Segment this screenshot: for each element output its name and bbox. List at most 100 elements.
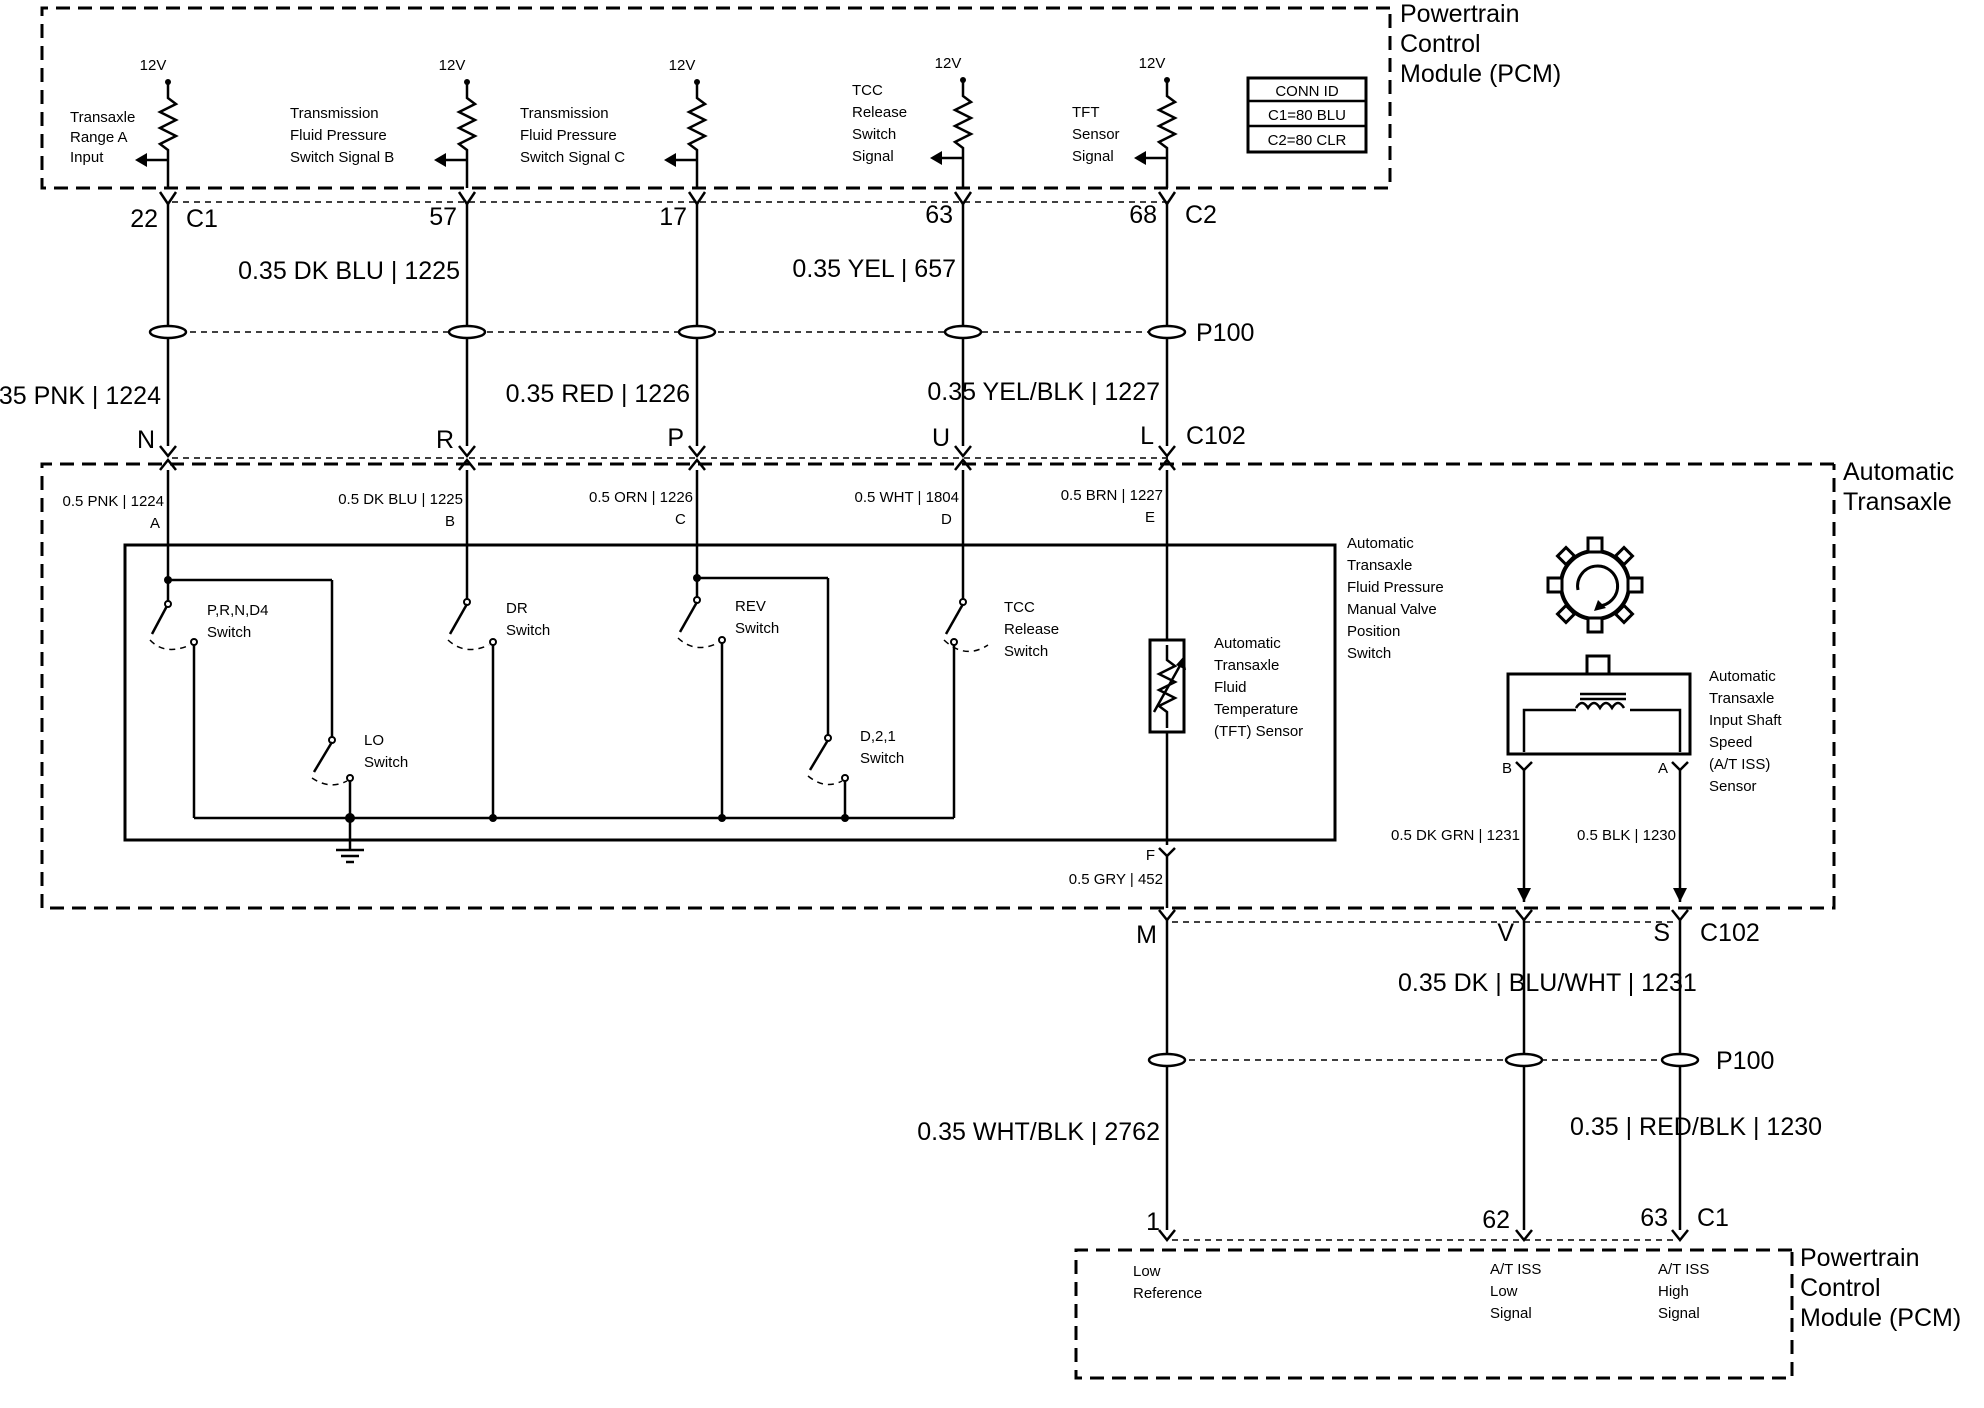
wire-label-yel-657: 0.35 YEL | 657 bbox=[792, 255, 956, 283]
pcm-input-tft-sensor: 12V TFT Sensor Signal bbox=[1072, 55, 1178, 188]
pcm-input-transaxle-range-a: 12V Transaxle Range A Input bbox=[70, 57, 179, 188]
voltage-label: 12V bbox=[439, 57, 466, 74]
assembly-label-line-1: Automatic bbox=[1347, 535, 1414, 552]
pin-22: 22 bbox=[130, 205, 158, 233]
switch-rev[interactable]: REV Switch bbox=[677, 548, 828, 818]
pcm-top-module: Powertrain Control Module (PCM) CONN ID … bbox=[40, 0, 1561, 190]
switch-label-line-2: Switch bbox=[735, 620, 779, 637]
pcm-signal-low-ref-line-1: Low bbox=[1133, 1263, 1161, 1280]
pin-68: 68 bbox=[1129, 201, 1157, 229]
voltage-label: 12V bbox=[935, 55, 962, 72]
switch-label-line-1: LO bbox=[364, 732, 384, 749]
pcm-pin-1: 1 bbox=[1146, 1208, 1160, 1236]
assembly-label-line-5: Position bbox=[1347, 623, 1400, 640]
input-label-line-2: Release bbox=[852, 104, 907, 121]
wire-label-pnk-1224: 0.35 PNK | 1224 bbox=[0, 382, 161, 410]
c102-label-upper: C102 bbox=[1186, 422, 1246, 450]
pcm-signal-iss-high-line-2: High bbox=[1658, 1283, 1689, 1300]
switch-label-line-2: Switch bbox=[506, 622, 550, 639]
splice-p100-lower: P100 bbox=[1716, 1047, 1774, 1075]
switch-label-line-2: Switch bbox=[207, 624, 251, 641]
assembly-label-line-4: Manual Valve bbox=[1347, 601, 1437, 618]
pcm-top-title-line-3: Module (PCM) bbox=[1400, 60, 1561, 88]
input-label-line-2: Fluid Pressure bbox=[290, 127, 387, 144]
conn-id-title: CONN ID bbox=[1275, 83, 1339, 100]
tone-wheel-icon bbox=[1546, 536, 1644, 634]
pcm-signal-iss-low-line-1: A/T ISS bbox=[1490, 1261, 1541, 1278]
input-label-line-3: Switch Signal B bbox=[290, 149, 394, 166]
pin-a: A bbox=[150, 515, 160, 532]
pcm-conn-c1: C1 bbox=[1697, 1204, 1729, 1232]
switch-d21[interactable]: D,2,1 Switch bbox=[807, 578, 904, 818]
iss-label-line-4: Speed bbox=[1709, 734, 1752, 751]
transaxle-module: Automatic Transaxle bbox=[40, 458, 1954, 910]
upper-wire-runs: P100 bbox=[148, 191, 1254, 446]
wire-label-0.5-pnk: 0.5 PNK | 1224 bbox=[63, 493, 164, 510]
switch-label-line-1: TCC bbox=[1004, 599, 1035, 616]
transaxle-title-line-1: Automatic bbox=[1843, 458, 1954, 486]
input-label-line-2: Fluid Pressure bbox=[520, 127, 617, 144]
pin-17: 17 bbox=[659, 203, 687, 231]
pcm-bottom-module: Powertrain Control Module (PCM) Low Refe… bbox=[1074, 1244, 1961, 1380]
transaxle-input-pins: 0.5 PNK | 1224 A 0.5 DK BLU | 1225 B 0.5… bbox=[63, 457, 1176, 548]
input-label-line-1: Transmission bbox=[520, 105, 609, 122]
tft-pin-f: F bbox=[1146, 847, 1155, 864]
switch-lo[interactable]: LO Switch bbox=[311, 580, 408, 818]
tft-sensor: Automatic Transaxle Fluid Temperature (T… bbox=[1069, 548, 1303, 908]
input-label-line-1: Transmission bbox=[290, 105, 379, 122]
c102-pin-n: N bbox=[137, 426, 155, 454]
voltage-label: 12V bbox=[140, 57, 167, 74]
pcm-signal-low-ref-line-2: Reference bbox=[1133, 1285, 1202, 1302]
lower-wire-runs: P100 0.35 DK | BLU/WHT | 1231 0.35 WHT/B… bbox=[917, 920, 1822, 1230]
wire-label-0.5-dk-grn: 0.5 DK GRN | 1231 bbox=[1391, 827, 1520, 844]
c102-pin-p: P bbox=[667, 424, 684, 452]
switch-tcc-release[interactable]: TCC Release Switch bbox=[943, 548, 1059, 818]
pcm-pin-62: 62 bbox=[1482, 1206, 1510, 1234]
c102-pin-u: U bbox=[932, 424, 950, 452]
wire-label-red-blk-1230: 0.35 | RED/BLK | 1230 bbox=[1570, 1113, 1822, 1141]
pin-e: E bbox=[1145, 509, 1155, 526]
switch-label-line-2: Release bbox=[1004, 621, 1059, 638]
wire-label-dk-line-1: 0.35 DK | BLU/WHT | 1231 bbox=[1398, 969, 1697, 997]
conn-id-row-1: C1=80 BLU bbox=[1268, 107, 1346, 124]
pcm-signal-iss-low-line-2: Low bbox=[1490, 1283, 1518, 1300]
wire-label-0.5-gry: 0.5 GRY | 452 bbox=[1069, 871, 1163, 888]
c102-pin-v: V bbox=[1497, 919, 1514, 947]
pcm-pin-63: 63 bbox=[1640, 1204, 1668, 1232]
pin-63: 63 bbox=[925, 201, 953, 229]
switch-label-line-1: REV bbox=[735, 598, 766, 615]
pin-57: 57 bbox=[429, 203, 457, 231]
switch-prnd4[interactable]: P,R,N,D4 Switch bbox=[149, 548, 332, 818]
iss-label-line-1: Automatic bbox=[1709, 668, 1776, 685]
upper-wire-labels: 0.35 DK BLU | 1225 0.35 YEL | 657 0.35 P… bbox=[0, 255, 1160, 410]
c102-pin-r: R bbox=[436, 426, 454, 454]
conn-id-table: CONN ID C1=80 BLU C2=80 CLR bbox=[1246, 76, 1368, 154]
input-label-line-1: Transaxle bbox=[70, 109, 135, 126]
switch-label-line-2: Switch bbox=[860, 750, 904, 767]
pcm-top-title-line-1: Powertrain bbox=[1400, 0, 1520, 28]
pcm-input-pressure-switch-b: 12V Transmission Fluid Pressure Switch S… bbox=[290, 57, 478, 188]
switch-dr[interactable]: DR Switch bbox=[447, 548, 550, 818]
c102-pin-m: M bbox=[1136, 921, 1157, 949]
tft-label-line-2: Transaxle bbox=[1214, 657, 1279, 674]
pin-c: C bbox=[675, 511, 686, 528]
iss-pin-b: B bbox=[1502, 760, 1512, 777]
conn-c2: C2 bbox=[1185, 201, 1217, 229]
switch-label-line-1: DR bbox=[506, 600, 528, 617]
pcm-bottom-title-line-3: Module (PCM) bbox=[1800, 1304, 1961, 1332]
pcm-bottom-title-line-2: Control bbox=[1800, 1274, 1881, 1302]
pcm-bottom-connector: 1 62 63 C1 bbox=[1146, 1204, 1729, 1243]
splice-p100-upper: P100 bbox=[1196, 319, 1254, 347]
tft-label-line-3: Fluid bbox=[1214, 679, 1247, 696]
assembly-label-line-2: Transaxle bbox=[1347, 557, 1412, 574]
switch-label-line-2: Switch bbox=[364, 754, 408, 771]
iss-label-line-3: Input Shaft bbox=[1709, 712, 1782, 729]
pcm-bottom-title-line-1: Powertrain bbox=[1800, 1244, 1920, 1272]
transaxle-title-line-2: Transaxle bbox=[1843, 488, 1952, 516]
c102-pin-l: L bbox=[1140, 422, 1154, 450]
pcm-top-title-line-2: Control bbox=[1400, 30, 1481, 58]
wire-label-dk-blu-1225: 0.35 DK BLU | 1225 bbox=[238, 257, 460, 285]
input-label-line-3: Signal bbox=[1072, 148, 1114, 165]
input-label-line-3: Input bbox=[70, 149, 104, 166]
